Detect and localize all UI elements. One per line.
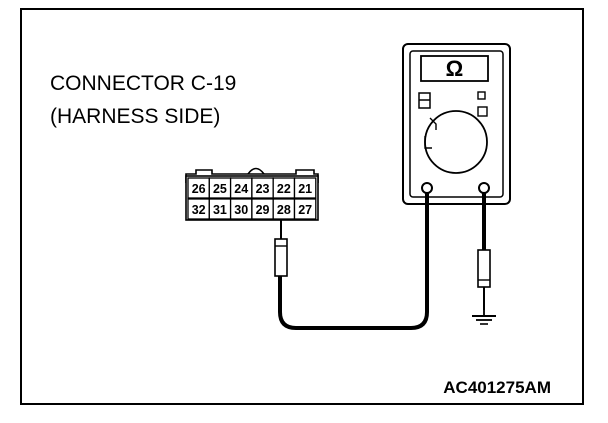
pin-label-31: 31 [213, 203, 227, 217]
pin-label-28: 28 [277, 203, 291, 217]
connector-subtitle: (HARNESS SIDE) [50, 105, 220, 128]
connector-title: CONNECTOR C-19 [50, 72, 236, 95]
ohm-symbol: Ω [446, 56, 464, 81]
probe-left-handle [274, 238, 288, 277]
pin-label-30: 30 [234, 203, 248, 217]
jack-left [421, 182, 433, 194]
pin-label-26: 26 [192, 182, 206, 196]
ohmmeter-display [420, 55, 489, 82]
connector-top-edge [185, 169, 319, 183]
probe-right [477, 249, 491, 310]
selector-dial [424, 110, 488, 174]
pin-label-27: 27 [298, 203, 312, 217]
indicator-square-bottom [477, 106, 488, 117]
pin-label-29: 29 [256, 203, 270, 217]
ground-icon [472, 310, 496, 325]
pin-cell-27 [293, 198, 317, 220]
test-lead-wire-left [278, 193, 429, 330]
figure-reference-code: AC401275AM [443, 378, 551, 397]
connector-c19: 26 25 24 23 22 21 32 31 30 29 28 27 [185, 167, 319, 221]
pin-cell-21 [293, 177, 317, 199]
pin-label-22: 22 [277, 182, 291, 196]
pin-label-25: 25 [213, 182, 227, 196]
probe-right-handle [477, 249, 491, 288]
pin-label-24: 24 [234, 182, 248, 196]
connector-latch [247, 167, 265, 175]
jack-right [478, 182, 490, 194]
probe-left [274, 220, 288, 277]
pin-label-32: 32 [192, 203, 206, 217]
connector-pin-cells: 26 25 24 23 22 21 32 31 30 29 28 27 [187, 177, 317, 220]
indicator-square-top [477, 91, 486, 100]
pin-label-23: 23 [256, 182, 270, 196]
ohmmeter: Ω [402, 43, 511, 205]
selector-dial-notch [424, 136, 432, 149]
dial-pointer-lines [429, 117, 437, 130]
pin-label-21: 21 [298, 182, 312, 196]
ohmmeter-inner-panel [409, 50, 504, 198]
